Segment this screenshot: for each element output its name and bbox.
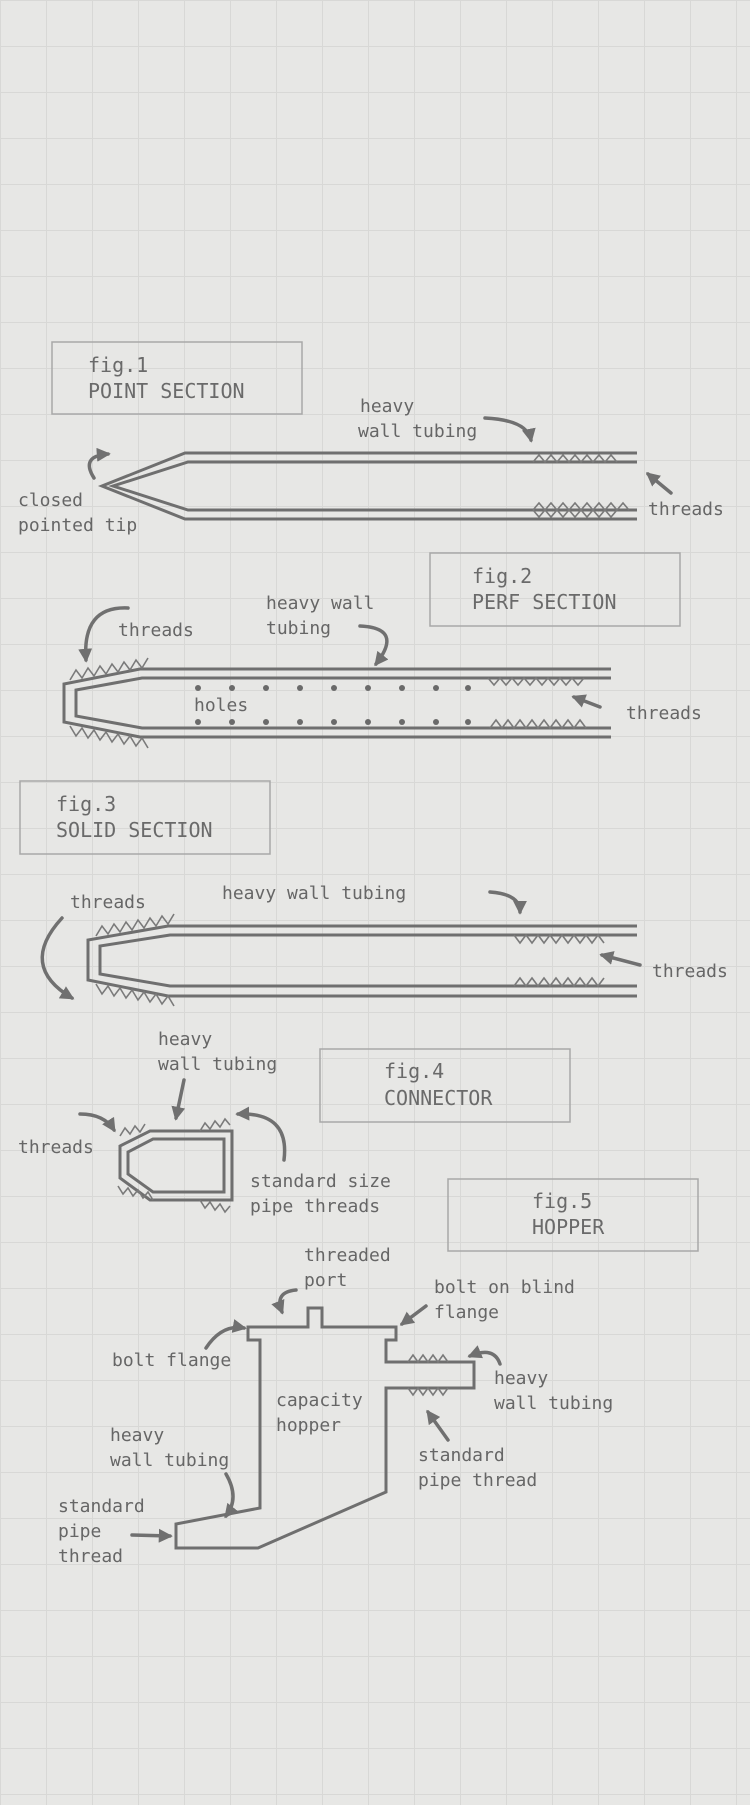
- figure-2-title-box: [429, 552, 681, 627]
- label-threads-left: threads: [70, 892, 146, 913]
- perf-section-tube: [62, 667, 611, 739]
- label-pipe-thread-right: pipe thread: [418, 1470, 537, 1491]
- label-holes: holes: [194, 695, 248, 716]
- figure-3-title-box: [19, 780, 271, 855]
- solid-section-tube: [86, 924, 637, 998]
- label-threads-right: threads: [652, 961, 728, 982]
- connector-threads: [117, 1117, 231, 1214]
- figure-1-number: fig.1: [88, 353, 148, 377]
- arrow-wall-tubing-left: [224, 1472, 239, 1519]
- label-bolt-on-blind: bolt on blind: [434, 1277, 575, 1298]
- perf-section-threads: [69, 657, 587, 749]
- arrow-port: [271, 1288, 298, 1315]
- label-heavy-wall: heavy wall: [266, 593, 374, 614]
- arrow-threads: [78, 1112, 116, 1133]
- point-section-threads: [532, 453, 630, 519]
- arrow-threads-left: [40, 916, 75, 1000]
- figure-3-number: fig.3: [56, 792, 116, 816]
- label-tubing: tubing: [266, 618, 331, 639]
- connector-body: [118, 1129, 234, 1202]
- label-flange-top: flange: [434, 1302, 499, 1323]
- figure-5-title-box: [447, 1178, 699, 1252]
- label-standard-right: standard: [418, 1445, 505, 1466]
- point-section-tube: [97, 451, 637, 521]
- arrow-wall-tubing-right: [467, 1345, 502, 1366]
- arrow-threads-left: [78, 606, 130, 663]
- arrow-bolt-flange: [204, 1319, 247, 1350]
- figure-5-number: fig.5: [532, 1189, 592, 1213]
- label-heavy-wall-tubing: heavy wall tubing: [222, 883, 406, 904]
- label-port: port: [304, 1270, 347, 1291]
- label-wall-tubing: wall tubing: [158, 1054, 277, 1075]
- figure-5-title: HOPPER: [532, 1215, 605, 1239]
- hopper-threads: [407, 1353, 449, 1397]
- label-pointed-tip: pointed tip: [18, 515, 137, 536]
- arrow-threads-right: [571, 694, 602, 709]
- arrow-threads-right: [599, 951, 642, 967]
- arrow-wall-tubing: [171, 1078, 186, 1121]
- figure-2-perf-section: fig.2 PERF SECTION heavy wall tubing: [62, 552, 702, 749]
- arrow-heavy-wall-tubing: [488, 890, 527, 915]
- label-closed: closed: [18, 490, 83, 511]
- label-heavy: heavy: [158, 1029, 212, 1050]
- figure-1-title: POINT SECTION: [88, 379, 245, 403]
- label-wall-tubing-left: wall tubing: [110, 1450, 229, 1471]
- figure-3-solid-section: fig.3 SOLID SECTION threads heavy wall t…: [19, 780, 728, 1007]
- figure-2-number: fig.2: [472, 564, 532, 588]
- label-thread-left: thread: [58, 1546, 123, 1567]
- arrow-pointed-tip: [87, 447, 111, 480]
- arrow-pipe-threads: [235, 1106, 287, 1162]
- solid-section-threads: [95, 913, 605, 1007]
- arrow-pipe-thread-left: [130, 1528, 173, 1543]
- figure-3-title: SOLID SECTION: [56, 818, 213, 842]
- label-pipe-threads: pipe threads: [250, 1196, 380, 1217]
- label-threads-left: threads: [118, 620, 194, 641]
- label-heavy-left: heavy: [110, 1425, 164, 1446]
- label-heavy-right: heavy: [494, 1368, 548, 1389]
- arrow-wall-tubing: [483, 416, 536, 443]
- label-wall-tubing-right: wall tubing: [494, 1393, 613, 1414]
- label-bolt-flange: bolt flange: [112, 1350, 231, 1371]
- label-standard-left: standard: [58, 1496, 145, 1517]
- figure-4-title: CONNECTOR: [384, 1086, 493, 1110]
- label-threads: threads: [648, 499, 724, 520]
- arrow-blind-flange: [399, 1304, 428, 1326]
- figure-1-point-section: fig.1 POINT SECTION heavy wall tubing cl…: [18, 341, 724, 536]
- figure-2-title: PERF SECTION: [472, 590, 617, 614]
- arrow-tubing: [358, 624, 389, 667]
- label-wall-tubing: wall tubing: [358, 421, 477, 442]
- figure-4-connector: fig.4 CONNECTOR heavy wall tubing thread…: [18, 1029, 571, 1217]
- figure-1-title-box: [51, 341, 303, 415]
- figure-4-title-box: [319, 1048, 571, 1123]
- label-standard-size: standard size: [250, 1171, 391, 1192]
- figure-4-number: fig.4: [384, 1059, 444, 1083]
- label-heavy: heavy: [360, 396, 414, 417]
- arrow-pipe-thread-right: [426, 1409, 450, 1442]
- label-threads-right: threads: [626, 703, 702, 724]
- label-capacity: capacity: [276, 1390, 363, 1411]
- label-pipe-left: pipe: [58, 1521, 101, 1542]
- label-hopper: hopper: [276, 1415, 341, 1436]
- arrow-threads: [645, 472, 673, 495]
- label-threads: threads: [18, 1137, 94, 1158]
- label-threaded: threaded: [304, 1245, 391, 1266]
- perf-section-holes: [195, 685, 471, 725]
- figure-5-hopper: fig.5 HOPPER threaded port bolt on blind…: [58, 1178, 699, 1567]
- hopper-body: [174, 1306, 476, 1550]
